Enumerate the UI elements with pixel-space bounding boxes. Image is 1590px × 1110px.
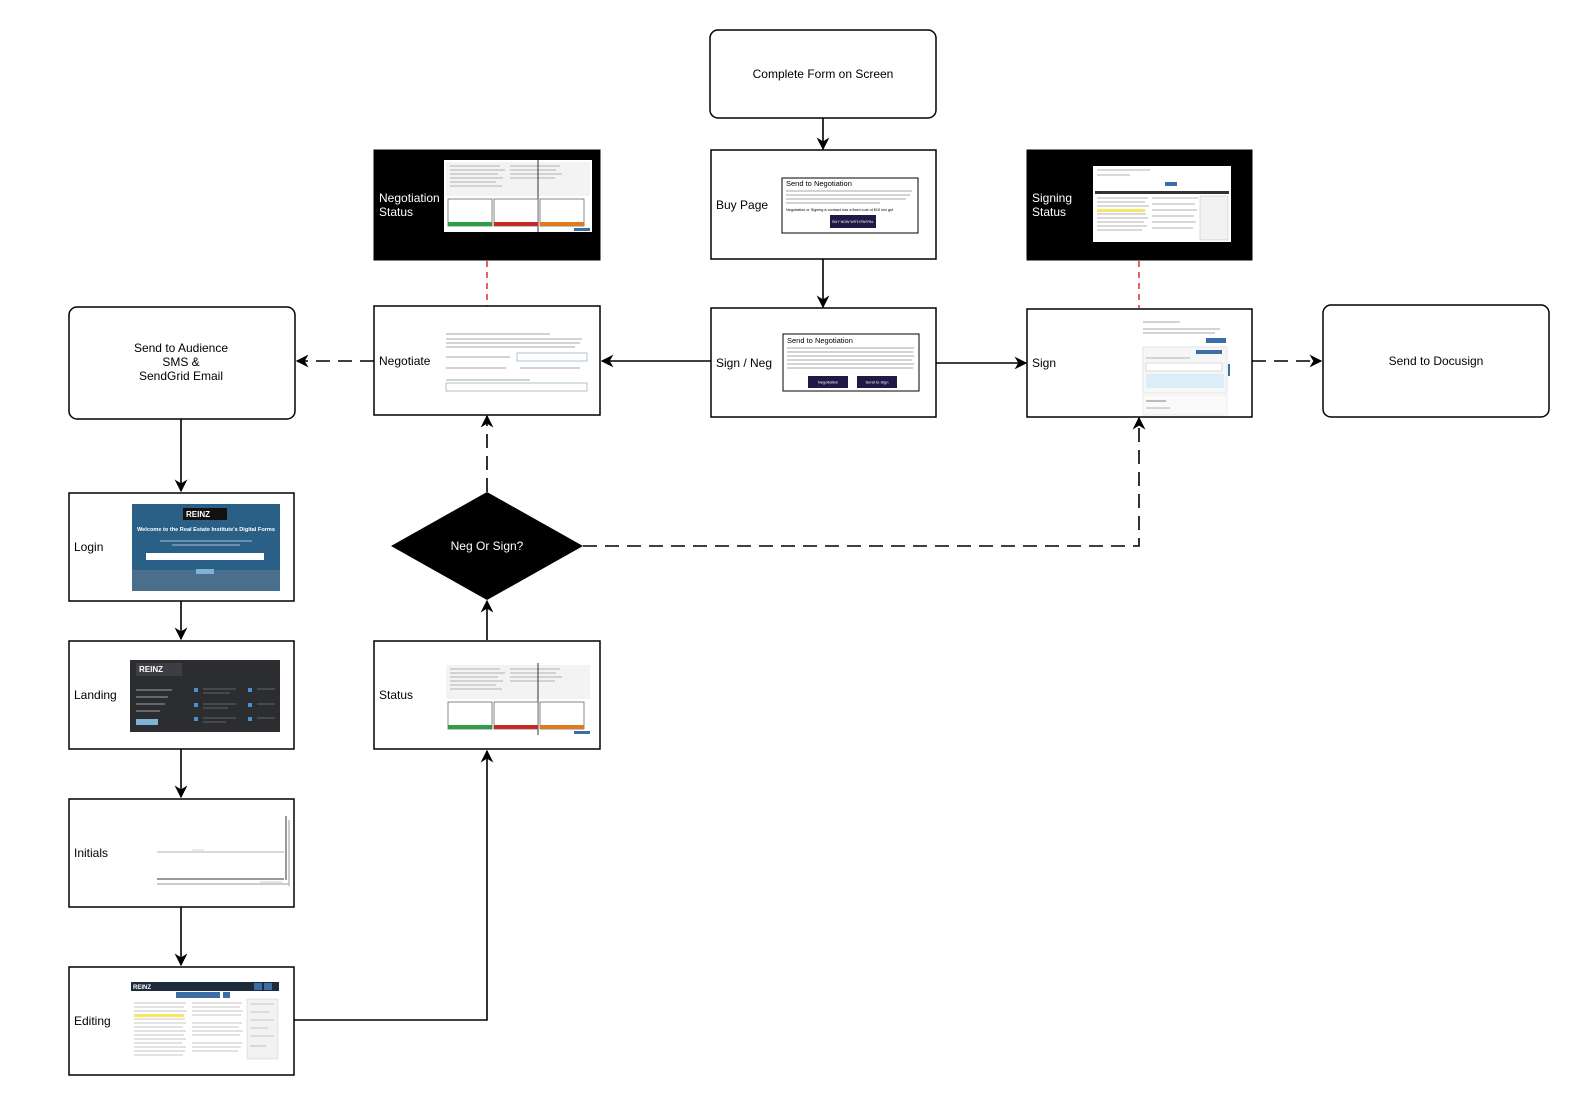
sign-neg-label: Sign / Neg <box>716 356 772 370</box>
negotiation-status-thumbnail <box>444 160 592 232</box>
negotiation-status-label-2: Status <box>379 205 413 219</box>
status-node: Status <box>373 640 601 750</box>
decision-node: Neg Or Sign? <box>391 492 583 600</box>
negotiate-label: Negotiate <box>379 354 431 368</box>
send-audience-label-3: SendGrid Email <box>139 369 223 383</box>
signing-status-thumbnail <box>1093 166 1231 242</box>
send-docusign-label: Send to Docusign <box>1389 354 1484 368</box>
sign-thumbnail <box>1142 321 1230 416</box>
signing-status-node: Signing Status <box>1026 149 1253 261</box>
edge-editing-to-status <box>294 749 494 1021</box>
editing-thumbnail: REINZ <box>131 982 279 1061</box>
sign-neg-thumb-negotiation-button <box>808 376 848 388</box>
buy-page-node: Buy Page Send to Negotiation Negotiation… <box>710 149 937 260</box>
send-audience-label-1: Send to Audience <box>134 341 228 355</box>
login-node: Login REINZ Welcome to the Real Estate I… <box>68 492 295 602</box>
login-thumb-brand: REINZ <box>186 510 210 519</box>
signing-status-label-1: Signing <box>1032 191 1072 205</box>
sign-neg-thumb-title: Send to Negotiation <box>787 336 853 345</box>
sign-neg-thumb-sign-button <box>857 376 897 388</box>
editing-thumb-brand: REINZ <box>133 985 151 991</box>
negotiation-status-label-1: Negotiation <box>379 191 440 205</box>
signing-status-label-2: Status <box>1032 205 1066 219</box>
initials-label: Initials <box>74 846 108 860</box>
decision-label: Neg Or Sign? <box>451 539 524 553</box>
editing-node: Editing REINZ <box>68 966 295 1076</box>
sign-neg-thumb-sign-label: Send to Sign <box>866 380 889 385</box>
editing-label: Editing <box>74 1014 111 1028</box>
negotiate-node: Negotiate <box>373 305 601 416</box>
send-docusign-node: Send to Docusign <box>1322 304 1550 418</box>
initials-thumbnail <box>157 816 290 888</box>
negotiate-thumbnail <box>445 333 588 392</box>
landing-label: Landing <box>74 688 117 702</box>
landing-node: Landing REINZ <box>68 640 295 750</box>
complete-form-node: Complete Form on Screen <box>709 29 937 119</box>
login-label: Login <box>74 540 103 554</box>
sign-neg-thumb-negotiation-label: Negotiation <box>818 380 838 385</box>
sign-label: Sign <box>1032 356 1056 370</box>
buy-page-thumb-note: Negotiation or Signing a contract has a … <box>786 208 894 212</box>
buy-page-thumb-button <box>830 215 876 228</box>
landing-thumb-brand: REINZ <box>139 665 163 674</box>
sign-node: Sign <box>1026 308 1253 418</box>
connectors <box>174 118 1323 1021</box>
buy-page-thumb-button-label: BUY NOW WITH PAYPAL <box>832 220 873 224</box>
send-audience-label-2: SMS & <box>162 355 199 369</box>
landing-thumbnail: REINZ <box>130 660 280 732</box>
status-thumbnail <box>444 663 592 735</box>
login-thumb-heading: Welcome to the Real Estate Institute's D… <box>137 527 275 533</box>
status-label: Status <box>379 688 413 702</box>
edge-decision-to-sign <box>583 416 1146 547</box>
login-thumbnail: REINZ Welcome to the Real Estate Institu… <box>132 504 280 591</box>
sign-neg-thumbnail: Send to Negotiation Negotiation Send to … <box>782 333 920 392</box>
buy-page-thumb-title: Send to Negotiation <box>786 179 852 188</box>
negotiation-status-node: Negotiation Status <box>373 149 601 261</box>
complete-form-label: Complete Form on Screen <box>753 67 894 81</box>
status-links <box>486 261 1140 308</box>
buy-page-thumbnail: Send to Negotiation Negotiation or Signi… <box>781 177 919 234</box>
initials-node: Initials <box>68 798 295 908</box>
sign-neg-node: Sign / Neg Send to Negotiation Negotiati… <box>710 307 937 418</box>
buy-page-label: Buy Page <box>716 198 768 212</box>
send-audience-node: Send to Audience SMS & SendGrid Email <box>68 306 296 420</box>
